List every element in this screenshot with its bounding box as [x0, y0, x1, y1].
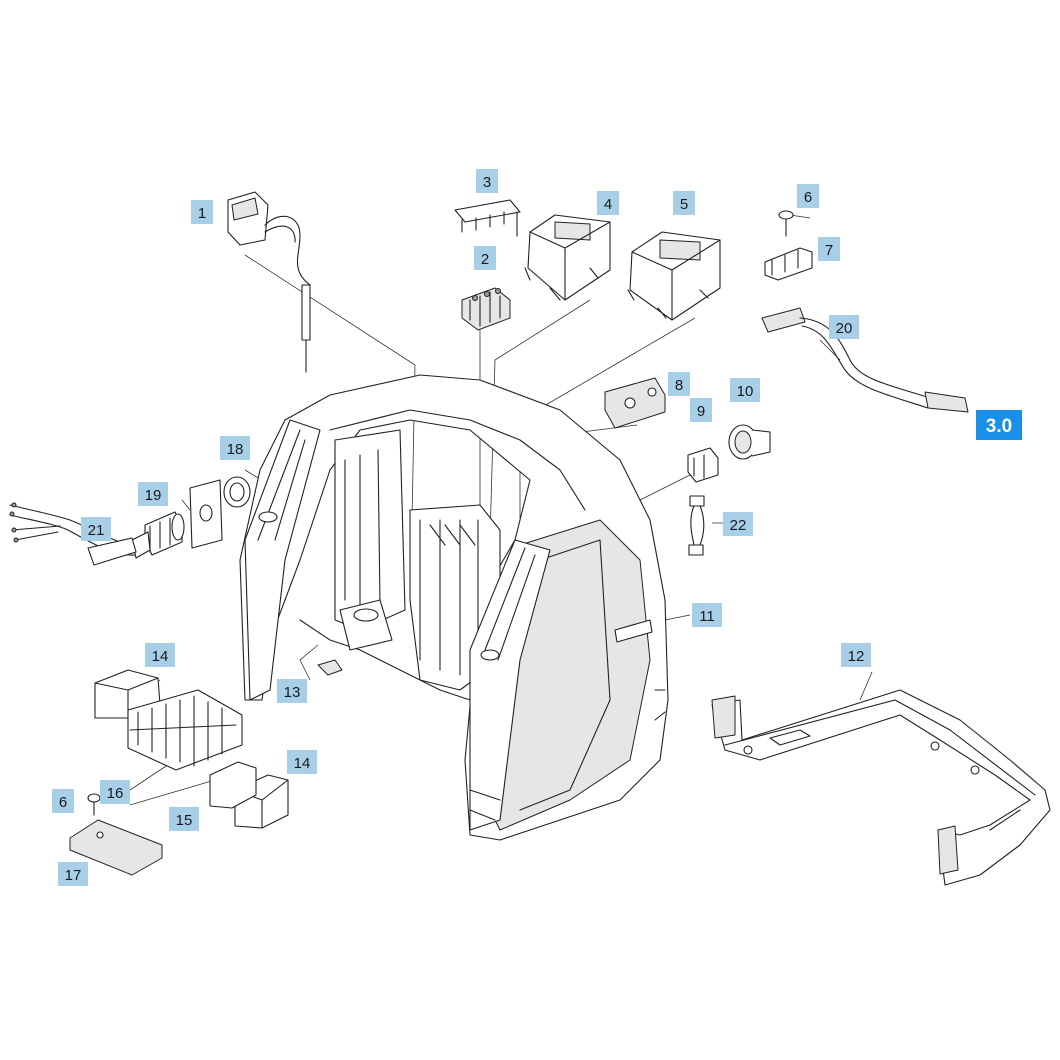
callout-label-1: 1: [191, 200, 213, 224]
callout-label-15: 15: [169, 807, 199, 831]
callout-label-13: 13: [277, 679, 307, 703]
cable-gland-part-19: [131, 511, 185, 559]
callout-text: 1: [198, 205, 206, 222]
callout-text: 19: [145, 487, 162, 504]
callout-text: 18: [227, 441, 244, 458]
callout-text: 21: [88, 522, 105, 539]
wire-bridge-part-22: [688, 495, 705, 556]
callout-label-17: 17: [58, 862, 88, 886]
callout-text: 14: [152, 648, 169, 665]
callout-text: 7: [825, 242, 833, 259]
callout-text: 9: [697, 403, 705, 420]
callout-label-12: 12: [841, 643, 871, 667]
callout-label-16: 16: [100, 780, 130, 804]
callout-text: 10: [737, 383, 754, 400]
transformer-part-5: [627, 231, 721, 321]
callout-label-8: 8: [668, 372, 690, 396]
callout-label-20: 20: [829, 315, 859, 339]
callout-label-19: 19: [138, 482, 168, 506]
nut-part-18: [223, 476, 251, 508]
gland-plate: [189, 479, 223, 549]
thermostat-part-1: [227, 191, 311, 373]
callout-label-6-bottom: 6: [52, 789, 74, 813]
callout-label-18: 18: [220, 436, 250, 460]
callout-label-5: 5: [673, 191, 695, 215]
callout-label-2: 2: [474, 246, 496, 270]
callout-text: 4: [604, 196, 612, 213]
callout-text: 13: [284, 684, 301, 701]
callout-text: 2: [481, 251, 489, 268]
screw-part-6-bottom: [87, 793, 101, 816]
callout-label-4: 4: [597, 191, 619, 215]
frame-part-12: [711, 689, 1051, 886]
callout-text: 22: [730, 517, 747, 534]
callout-text: 11: [699, 608, 715, 625]
clip-part-13: [317, 659, 343, 676]
screw-part-6-top: [778, 210, 794, 237]
terminal-block-part-2: [461, 287, 511, 331]
callout-label-3: 3: [476, 169, 498, 193]
transformer-part-4: [524, 214, 611, 301]
callout-label-10: 10: [730, 378, 760, 402]
switch-part-9: [687, 447, 719, 483]
knob-part-10: [728, 424, 771, 460]
harness-part-20: [761, 307, 969, 413]
callout-text: 6: [59, 794, 67, 811]
callout-label-14-upper: 14: [145, 643, 175, 667]
callout-text: 14: [294, 755, 311, 772]
callout-text: 6: [804, 189, 812, 206]
callout-text: 17: [65, 867, 82, 884]
plate-part-8: [604, 377, 666, 429]
callout-label-14-lower: 14: [287, 750, 317, 774]
callout-text: 15: [176, 812, 193, 829]
bracket-part-3: [454, 199, 521, 237]
callout-label-11: 11: [692, 603, 722, 627]
housing-part-11: [239, 374, 669, 841]
power-cable-part-21: [9, 502, 137, 566]
callout-label-6-top: 6: [797, 184, 819, 208]
callout-text: 16: [107, 785, 124, 802]
reference-badge[interactable]: 3.0: [976, 410, 1022, 440]
callout-label-9: 9: [690, 398, 712, 422]
terminals-part-16: [127, 689, 243, 771]
clamp-part-7: [764, 247, 813, 281]
callout-label-22: 22: [723, 512, 753, 536]
callout-text: 3: [483, 174, 491, 191]
callout-text: 8: [675, 377, 683, 394]
callout-text: 12: [848, 648, 865, 665]
callout-label-7: 7: [818, 237, 840, 261]
callout-label-21: 21: [81, 517, 111, 541]
callout-text: 5: [680, 196, 688, 213]
callout-text: 20: [836, 320, 853, 337]
reference-badge-bg: [976, 410, 1022, 440]
reference-badge-text[interactable]: 3.0: [986, 416, 1012, 437]
rail-part-17: [69, 819, 163, 876]
pad-part-15: [209, 761, 257, 809]
